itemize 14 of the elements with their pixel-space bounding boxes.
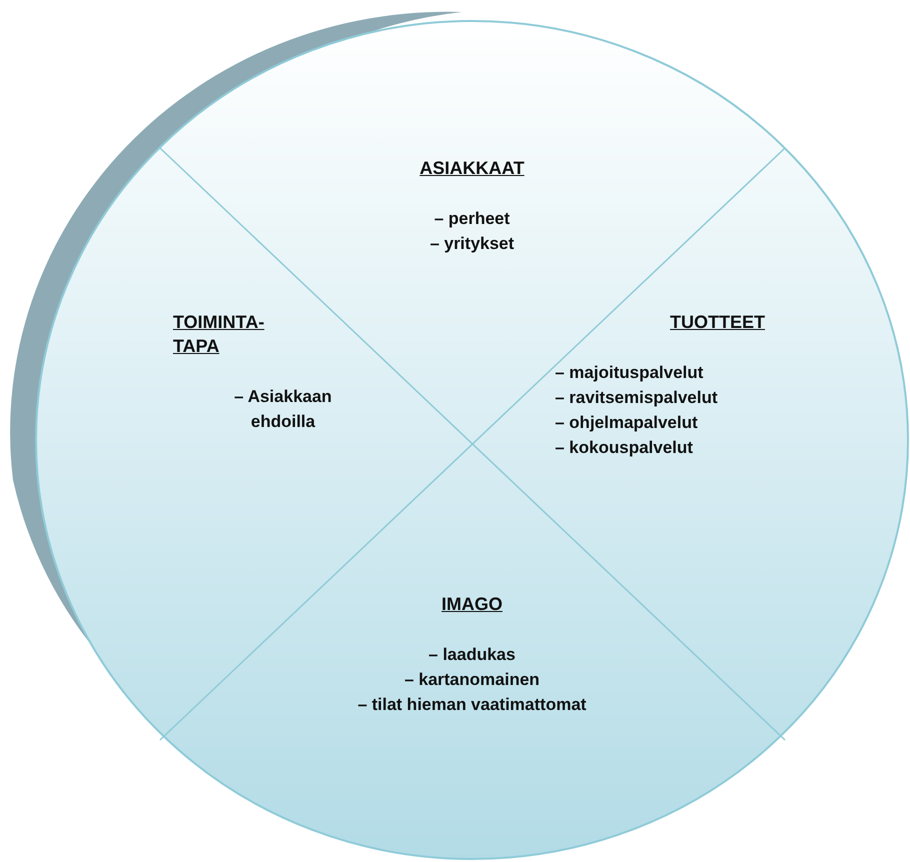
list-item: – tilat hieman vaatimattomat — [358, 694, 586, 716]
quadrant-heading: TOIMINTA- TAPA — [173, 311, 266, 358]
list-item: – majoituspalvelut — [555, 362, 704, 384]
list-item: – kokouspalvelut — [555, 437, 693, 459]
list-item: – yritykset — [430, 233, 514, 255]
list-item: – ravitsemispalvelut — [555, 387, 718, 409]
list-item: – laadukas — [428, 644, 516, 666]
list-item: – ohjelmapalvelut — [555, 412, 698, 434]
quadrant-heading: TUOTTEET — [670, 311, 765, 334]
list-item: – kartanomainen — [404, 669, 540, 691]
quadrant-heading: ASIAKKAAT — [420, 157, 524, 180]
list-item: – Asiakkaan ehdoilla — [233, 386, 333, 433]
list-item: – perheet — [434, 208, 510, 230]
quadrant-heading: IMAGO — [442, 593, 502, 616]
